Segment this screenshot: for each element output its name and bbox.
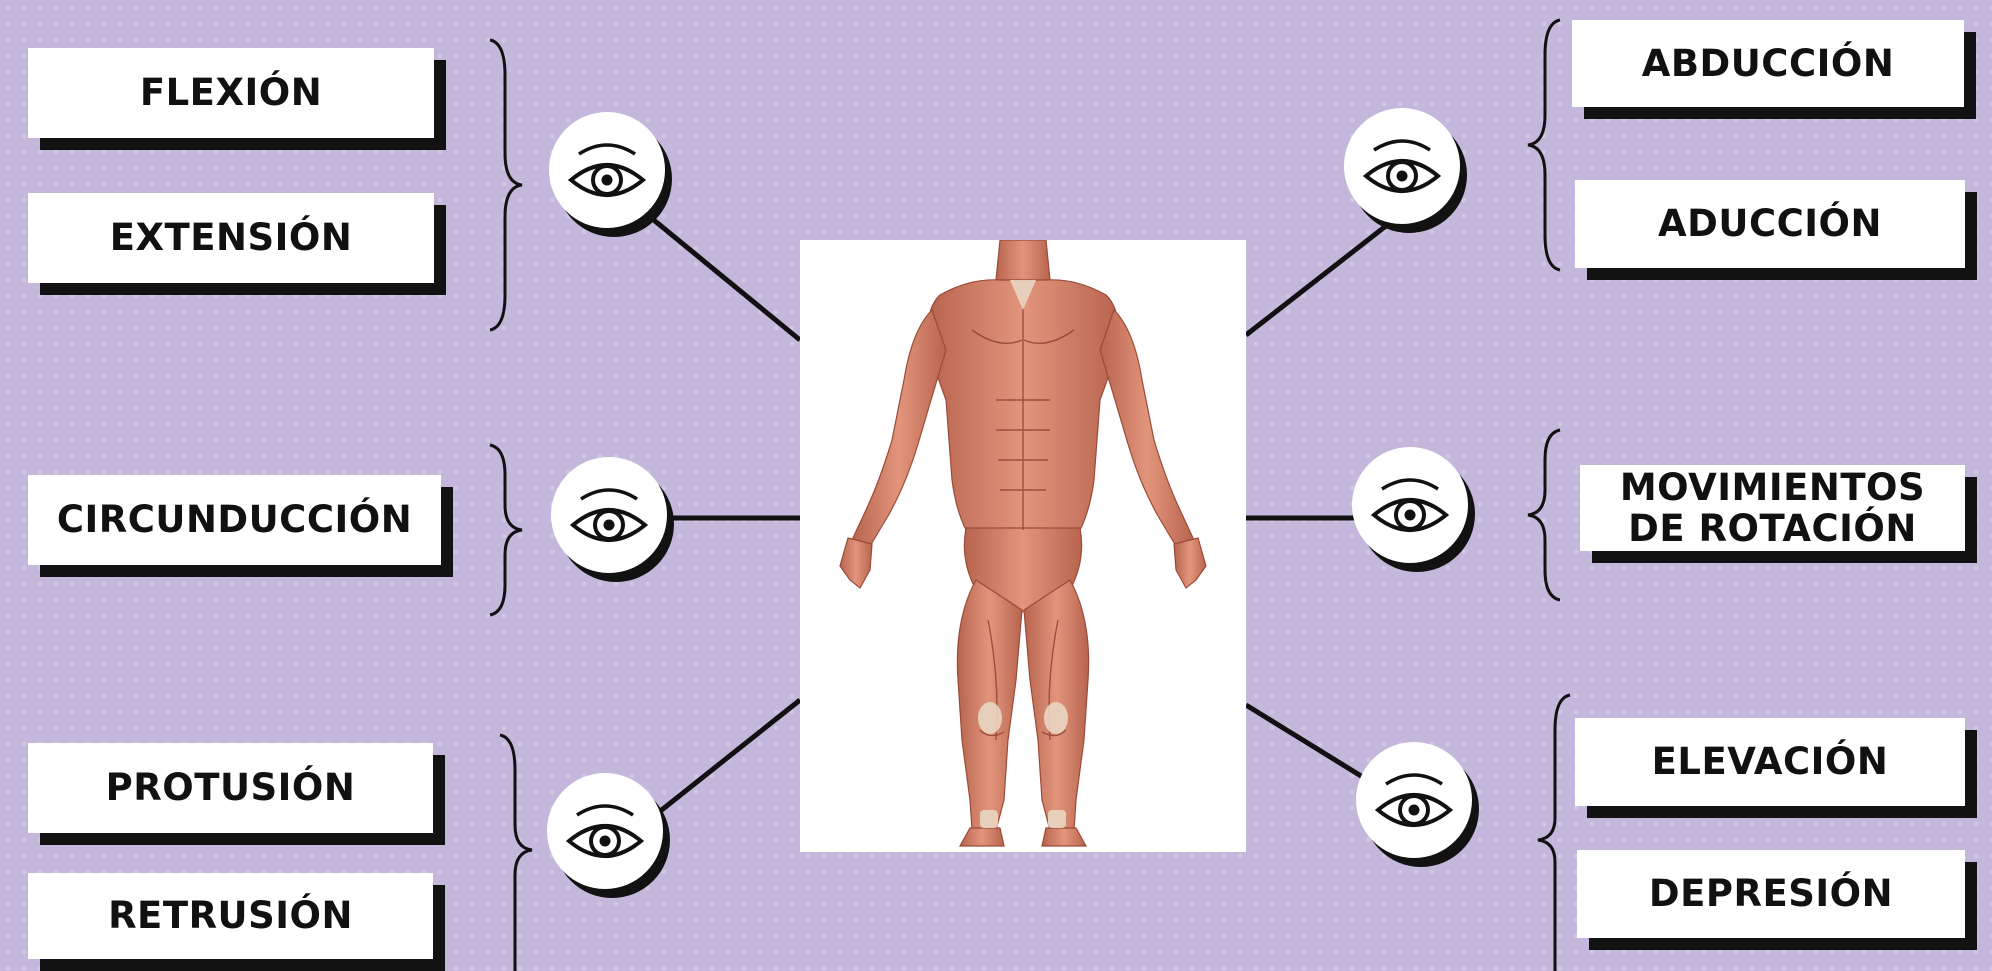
view-button-flexion-extension[interactable]	[549, 112, 665, 228]
view-button-protusion-retrusion[interactable]	[547, 773, 663, 889]
label-protusion: PROTUSIÓN	[28, 743, 433, 833]
eye-icon	[1372, 758, 1456, 842]
brace-rotacion	[1510, 425, 1570, 605]
label-extension: EXTENSIÓN	[28, 193, 434, 283]
anatomy-figure-panel	[800, 240, 1246, 852]
label-abduccion: ABDUCCIÓN	[1572, 20, 1964, 107]
label-depresion: DEPRESIÓN	[1577, 850, 1965, 938]
eye-icon	[563, 789, 647, 873]
label-aduccion: ADUCCIÓN	[1575, 180, 1965, 268]
human-muscle-anatomy-figure	[800, 240, 1246, 852]
label-elevacion: ELEVACIÓN	[1575, 718, 1965, 806]
view-button-elevacion-depresion[interactable]	[1356, 742, 1472, 858]
brace-protusion-retrusion	[490, 730, 550, 971]
brace-flexion-extension	[480, 35, 540, 335]
connector-line-top-right	[1246, 215, 1400, 335]
brace-elevacion-depresion	[1520, 690, 1580, 971]
label-circunduccion: CIRCUNDUCCIÓN	[28, 475, 441, 565]
label-flexion: FLEXIÓN	[28, 48, 434, 138]
eye-icon	[567, 473, 651, 557]
eye-icon	[1368, 463, 1452, 547]
eye-icon	[565, 128, 649, 212]
brace-abduccion-aduccion	[1510, 15, 1570, 275]
view-button-circunduccion[interactable]	[551, 457, 667, 573]
eye-icon	[1360, 124, 1444, 208]
label-retrusion: RETRUSIÓN	[28, 873, 433, 959]
view-button-abduccion-aduccion[interactable]	[1344, 108, 1460, 224]
brace-circunduccion	[480, 440, 540, 620]
view-button-rotacion[interactable]	[1352, 447, 1468, 563]
